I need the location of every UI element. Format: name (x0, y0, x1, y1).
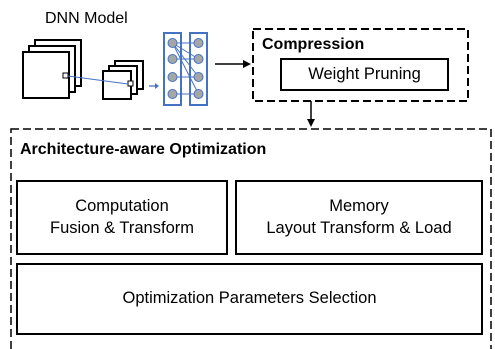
computation-title: Computation (75, 197, 169, 216)
arrow-to-compression (215, 60, 251, 68)
memory-subtitle: Layout Transform & Load (266, 218, 452, 237)
dnn-model-label: DNN Model (45, 10, 128, 27)
weight-pruning-box: Weight Pruning (280, 58, 449, 91)
compression-title: Compression (262, 36, 365, 53)
computation-box: Computation Fusion & Transform (16, 180, 228, 255)
neural-network-layers (163, 32, 208, 106)
feature-map-stack-large (22, 39, 82, 99)
small-blue-arrow (149, 83, 159, 89)
receptive-field-connector (67, 75, 129, 85)
memory-title: Memory (329, 197, 389, 216)
computation-subtitle: Fusion & Transform (50, 218, 194, 237)
optimization-container (10, 128, 492, 349)
feature-map-stack-small (102, 60, 144, 100)
weight-pruning-label: Weight Pruning (308, 64, 421, 83)
memory-box: Memory Layout Transform & Load (235, 180, 483, 255)
parameters-selection-box: Optimization Parameters Selection (16, 263, 483, 335)
optimization-title: Architecture-aware Optimization (20, 141, 267, 158)
parameters-selection-label: Optimization Parameters Selection (122, 289, 377, 308)
arrow-to-optimization (307, 101, 315, 127)
